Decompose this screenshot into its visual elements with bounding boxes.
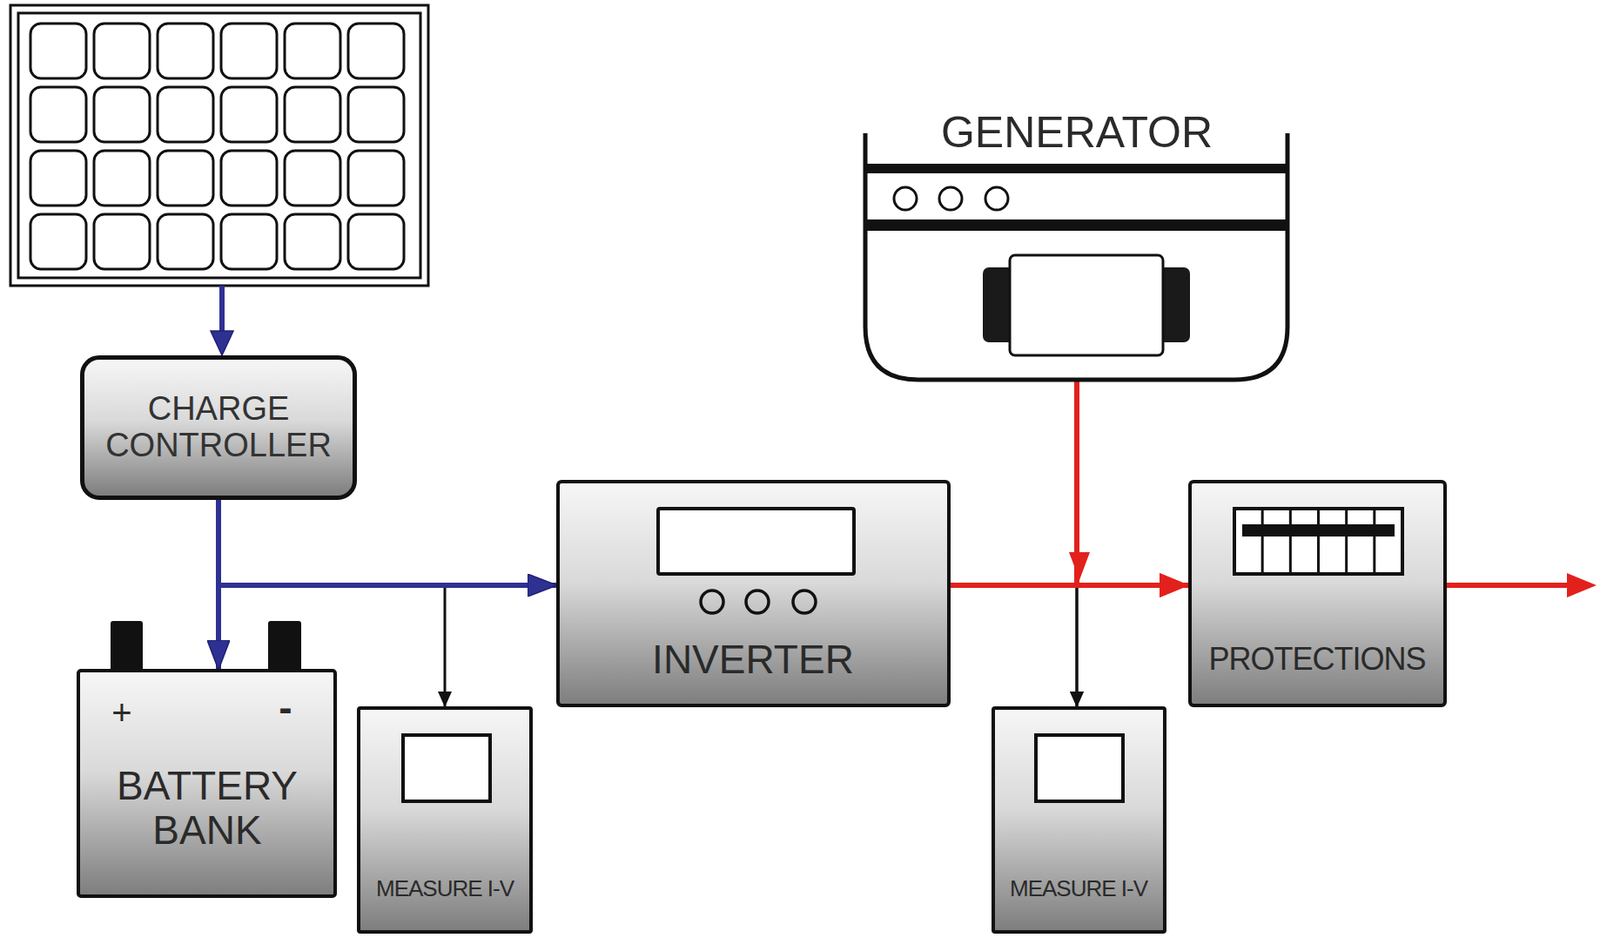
panel-feed-arrow [210,285,234,356]
drawing-part [939,187,962,210]
connectors [218,379,1189,706]
drawing-part [746,590,769,613]
node-label: MEASURE I-V [376,875,514,901]
drawing-part [658,508,854,574]
drawing-part [865,219,1288,231]
solar-cell [157,214,214,269]
node-label: GENERATOR [941,108,1213,157]
node-label: PROTECTIONS [1208,641,1426,677]
solar-cell [30,214,87,269]
drawing-part [985,187,1009,210]
panel-frame [10,5,429,286]
solar-cell [348,214,404,269]
connector-arrow [950,584,1077,706]
drawing-part [1035,734,1123,801]
inverter-box: INVERTER [556,479,951,707]
solar-cell [284,23,341,79]
solar-cell [284,150,341,206]
connector-arrow [1076,379,1189,585]
battery-terminal [268,620,302,672]
solar-cell [221,87,277,142]
solar-cell [157,87,214,142]
solar-cell [284,214,341,269]
output-wire [1446,582,1571,588]
measure-box: MEASURE I-V [991,705,1167,934]
drawing-part [1234,508,1403,574]
output-arrow [1446,572,1597,598]
drawing-part [865,163,1288,380]
panel-wire [219,285,225,335]
solar-cell [30,150,87,206]
solar-cell [30,23,87,79]
solar-cell [30,87,87,142]
drawing-part [1009,255,1164,356]
drawing-part [403,734,491,801]
drawing-part [865,163,1288,174]
drawing-part [1344,508,1348,574]
charge-controller-box: CHARGE CONTROLLER [80,355,357,500]
node-label: MEASURE I-V [1009,875,1148,901]
solar-cell [157,23,214,79]
drawing-part [1372,508,1376,574]
solar-cell [94,87,150,142]
drawing-part [1289,508,1292,574]
generator-node: GENERATOR [861,82,1292,384]
battery-bank-box: + - BATTERY BANK [76,668,337,898]
solar-cell [157,150,214,206]
battery-terminals [110,620,302,672]
drawing-part [1242,524,1395,537]
solar-cell [221,214,277,269]
arrow-head [210,330,234,356]
solar-cell [221,23,277,79]
solar-cell [94,214,150,269]
solar-cell [221,150,277,206]
solar-cell [348,150,404,206]
node-label: BATTERY BANK [98,763,316,852]
solar-cell [94,150,150,206]
node-label: - [278,685,292,730]
drawing-part [894,187,917,210]
drawing-part [865,133,1288,380]
drawing-part [1261,508,1264,574]
drawing-part [1317,508,1320,574]
solar-cell [348,87,404,142]
drawing-part [700,590,724,613]
node-label: + [111,692,132,732]
junction-arrow-head [1068,551,1090,580]
solar-cell [348,23,404,79]
protections-box: PROTECTIONS [1188,479,1447,707]
solar-cell [94,23,150,79]
drawing-part [793,590,816,613]
node-label: CHARGE CONTROLLER [93,390,344,464]
panel-inner-frame [18,13,421,278]
solar-panel [10,5,429,286]
panel-cells [30,23,404,269]
arrow-head [1566,572,1597,598]
connector-arrow [218,499,557,585]
measure-box: MEASURE I-V [356,705,533,934]
solar-cell [284,87,341,142]
node-label: INVERTER [652,637,854,682]
battery-terminal [110,620,143,672]
